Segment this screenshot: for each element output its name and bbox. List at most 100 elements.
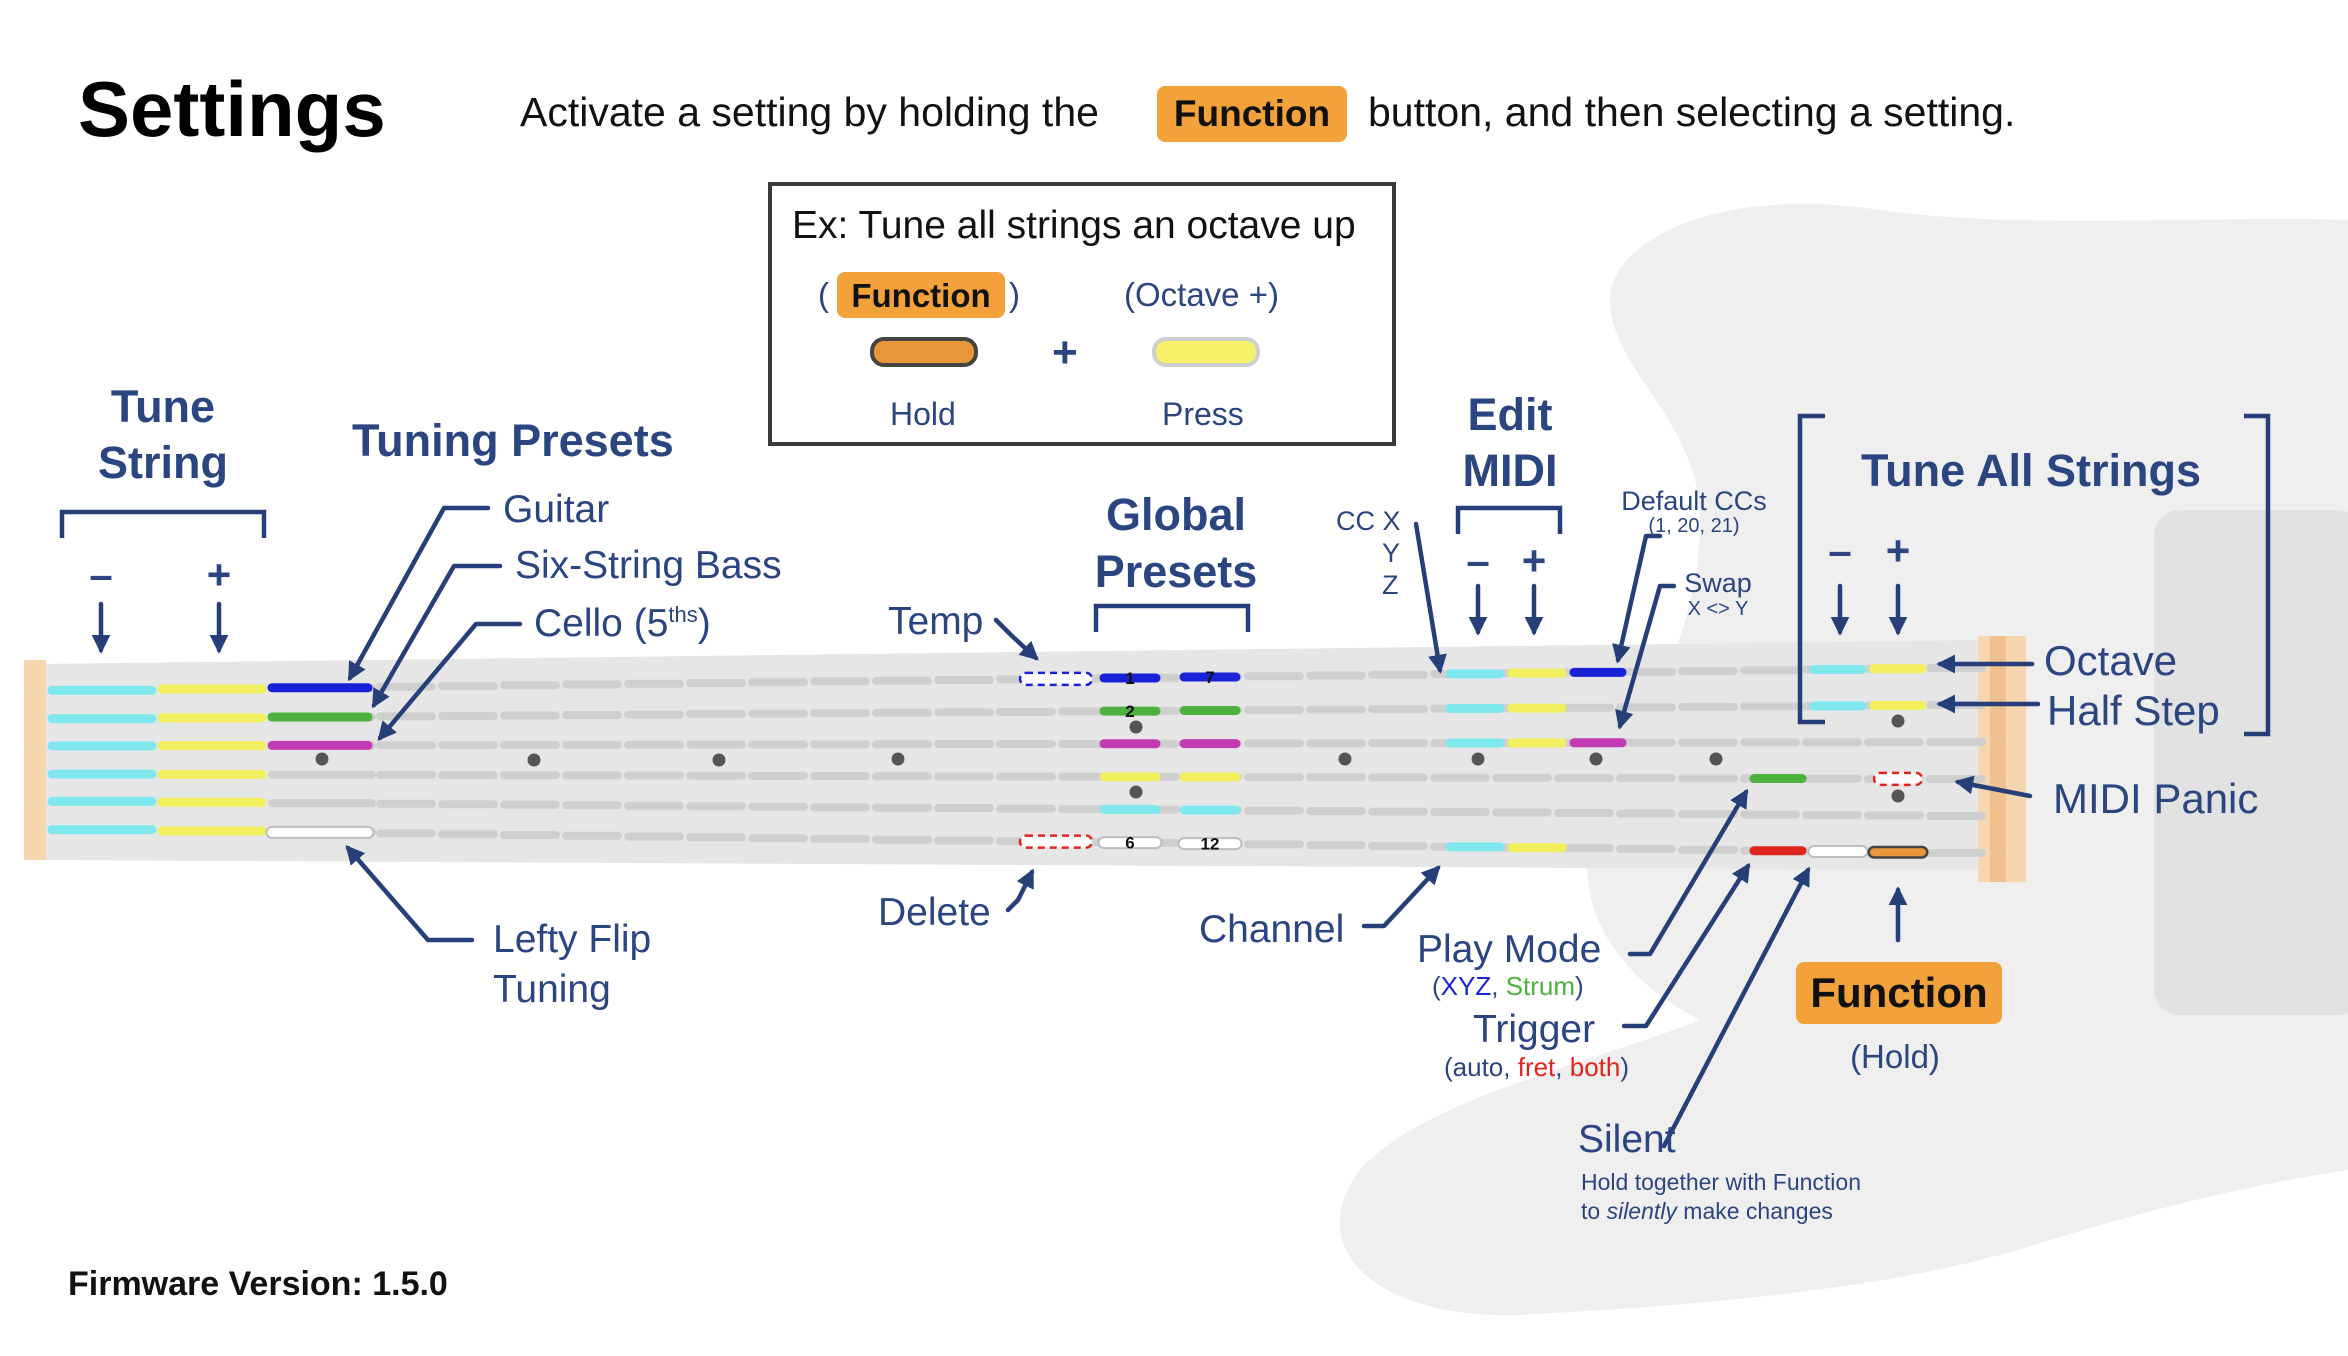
delete-arrow bbox=[1005, 868, 1035, 913]
fret-marker-dot bbox=[1338, 752, 1352, 766]
play-mode-strum: Strum bbox=[1505, 971, 1576, 1001]
instruction-before: Activate a setting by holding the bbox=[520, 89, 1099, 135]
trigger-label: Trigger bbox=[1473, 1008, 1596, 1051]
firmware-version: Firmware Version: 1.5.0 bbox=[68, 1265, 448, 1303]
edit-midi-bracket bbox=[1455, 505, 1563, 534]
silent-note-post: make changes bbox=[1676, 1198, 1833, 1224]
fret-marker-dot bbox=[1129, 720, 1143, 734]
edit-midi-plus: + bbox=[1521, 537, 1547, 584]
tune-string-label-line2: String bbox=[98, 437, 228, 488]
instruction-text: Activate a setting by holding the bbox=[520, 92, 1099, 133]
tune-string-minus: – bbox=[89, 551, 113, 598]
fret-marker-dot bbox=[527, 753, 541, 767]
cello-label-end: ) bbox=[697, 602, 711, 645]
tune-all-minus: – bbox=[1828, 527, 1852, 574]
global-preset-number: 2 bbox=[1125, 702, 1134, 721]
cc-y-label: Y bbox=[1382, 538, 1401, 568]
cello-arrow bbox=[377, 621, 523, 741]
guitar-headstock-end bbox=[24, 660, 46, 860]
tune-all-strings-label: Tune All Strings bbox=[1860, 445, 2202, 496]
function-hold-label: (Hold) bbox=[1850, 1038, 1940, 1075]
fret-marker-dot bbox=[891, 752, 905, 766]
lefty-arrow bbox=[345, 845, 475, 943]
tuning-presets-label: Tuning Presets bbox=[352, 415, 674, 466]
example-right-label: (Octave +) bbox=[1124, 276, 1279, 313]
trigger-both: both bbox=[1569, 1052, 1621, 1082]
tune-all-bracket-right bbox=[2244, 413, 2271, 737]
edit-midi-label-line2: MIDI bbox=[1462, 445, 1558, 496]
trigger-fret: fret bbox=[1517, 1052, 1556, 1082]
edit-midi-label-line1: Edit bbox=[1467, 389, 1553, 440]
midi-panic-key bbox=[1872, 771, 1924, 787]
silent-note-line1: Hold together with Function bbox=[1581, 1169, 1861, 1195]
trigger-options: (auto, fret, both) bbox=[1444, 1054, 1629, 1080]
fret-marker-dot bbox=[1589, 752, 1603, 766]
delete-label: Delete bbox=[878, 891, 991, 934]
play-mode-open: ( bbox=[1432, 971, 1441, 1001]
play-mode-close: ) bbox=[1575, 971, 1584, 1001]
silent-arrow bbox=[1661, 866, 1811, 1149]
play-mode-options: (XYZ, Strum) bbox=[1432, 973, 1584, 999]
default-ccs-label: Default CCs bbox=[1621, 486, 1767, 516]
example-title: Ex: Tune all strings an octave up bbox=[792, 204, 1356, 247]
default-ccs-values: (1, 20, 21) bbox=[1648, 515, 1740, 537]
play-mode-label: Play Mode bbox=[1417, 928, 1602, 971]
global-preset-number: 1 bbox=[1125, 669, 1134, 688]
swap-label: Swap bbox=[1684, 568, 1752, 598]
half-step-label: Half Step bbox=[2047, 687, 2220, 734]
trigger-open: (auto, bbox=[1444, 1052, 1518, 1082]
channel-arrow bbox=[1361, 865, 1441, 929]
lefty-flip-label-line1: Lefty Flip bbox=[493, 918, 652, 961]
trigger-arrow bbox=[1621, 862, 1751, 1029]
fret-marker-dot bbox=[1891, 789, 1905, 803]
cc-z-label: Z bbox=[1382, 570, 1399, 600]
silent-note-em: silently bbox=[1606, 1198, 1677, 1224]
cello-label: Cello (5ths) bbox=[534, 602, 711, 645]
example-box: Ex: Tune all strings an octave up ( Func… bbox=[768, 182, 1396, 446]
example-hold-label: Hold bbox=[890, 396, 956, 432]
example-press-label: Press bbox=[1162, 396, 1244, 432]
tune-string-bracket bbox=[59, 509, 267, 538]
cc-x-label: CC X bbox=[1336, 506, 1401, 536]
default-ccs-arrow bbox=[1612, 533, 1663, 664]
play-mode-arrow bbox=[1627, 788, 1749, 957]
edit-midi-minus: – bbox=[1466, 537, 1490, 584]
global-preset-number: 6 bbox=[1125, 834, 1134, 853]
global-preset-number: 12 bbox=[1201, 835, 1220, 854]
tune-string-plus: + bbox=[206, 551, 232, 598]
trigger-close: ) bbox=[1620, 1052, 1630, 1082]
play-mode-xyz: XYZ bbox=[1440, 971, 1492, 1001]
example-left-close: ) bbox=[1009, 276, 1020, 313]
guitar-arrow bbox=[347, 505, 491, 682]
cello-label-sup: ths bbox=[668, 602, 698, 627]
cc-arrow bbox=[1413, 521, 1447, 674]
example-orange-key-icon bbox=[870, 337, 978, 367]
swap-detail: X <> Y bbox=[1687, 598, 1749, 620]
silent-note-pre: to bbox=[1581, 1198, 1607, 1224]
fret-marker-dot bbox=[1471, 752, 1485, 766]
example-left-open: ( bbox=[818, 276, 829, 313]
fret-marker-dot bbox=[1129, 785, 1143, 799]
octave-label: Octave bbox=[2044, 637, 2178, 684]
guitar-body-panel bbox=[2154, 510, 2348, 1015]
example-yellow-key-icon bbox=[1152, 337, 1260, 367]
play-mode-comma: , bbox=[1491, 971, 1506, 1001]
guitar-bridge-inner bbox=[1990, 636, 2006, 882]
silent-label: Silent bbox=[1578, 1118, 1676, 1161]
fret-marker-dot bbox=[315, 752, 329, 766]
guitar-label: Guitar bbox=[503, 488, 610, 531]
example-function-badge: Function bbox=[837, 272, 1005, 318]
trigger-comma: , bbox=[1555, 1052, 1570, 1082]
silent-note-line2: to silently make changes bbox=[1581, 1200, 1833, 1223]
six-string-bass-label: Six-String Bass bbox=[515, 544, 782, 587]
channel-label: Channel bbox=[1199, 908, 1345, 951]
bass-arrow bbox=[371, 563, 503, 709]
temp-key bbox=[1018, 671, 1094, 687]
temp-arrow bbox=[993, 617, 1039, 661]
page-title: Settings bbox=[78, 65, 386, 153]
global-presets-label-line2: Presets bbox=[1094, 546, 1258, 597]
tune-string-label-line1: Tune bbox=[110, 381, 216, 432]
tune-all-bracket-left bbox=[1797, 413, 1825, 725]
